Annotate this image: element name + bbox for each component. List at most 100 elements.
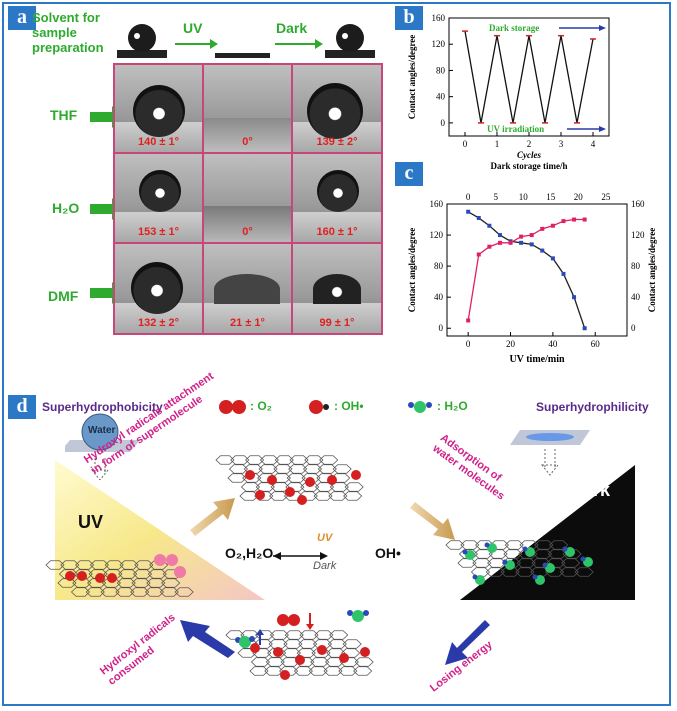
hex-cell — [174, 587, 194, 597]
hydrogen-atom-icon — [484, 542, 490, 548]
cell-dmf-uv: 21 ± 1° — [204, 244, 291, 333]
uv-arrow-label: UV — [317, 532, 333, 544]
y-tick-label: 120 — [430, 230, 444, 240]
hex-cell — [470, 567, 491, 577]
supermolecule-icon — [154, 554, 166, 566]
h2o-icon — [347, 610, 353, 616]
water-molecule-icon — [565, 547, 575, 557]
hydrogen-atom-icon — [562, 546, 568, 552]
x-label: UV time/min — [509, 354, 565, 365]
data-point — [497, 240, 502, 245]
angle-value: 153 ± 1° — [137, 226, 180, 238]
series-line — [467, 218, 585, 321]
angle-value: 99 ± 1° — [319, 317, 355, 329]
y2-tick-label: 80 — [631, 261, 641, 271]
supermolecule-icon — [166, 554, 178, 566]
annotation-arrowhead — [599, 126, 606, 132]
hex-cell — [72, 578, 92, 588]
x-tick-label: 2 — [527, 139, 532, 149]
hex-cell — [561, 558, 581, 568]
droplet-icon — [313, 274, 361, 304]
oh-icon — [309, 400, 323, 414]
process-sequence — [117, 24, 375, 58]
uv-big-label: UV — [78, 512, 104, 532]
y2-tick-label: 120 — [631, 230, 645, 240]
hex-cell — [285, 482, 305, 492]
hex-cell — [230, 455, 250, 465]
hex-cell — [317, 464, 337, 474]
hex-cell — [75, 560, 95, 570]
hex-cell — [310, 657, 330, 667]
hex-cell — [344, 482, 364, 492]
hex-cell — [516, 558, 536, 568]
hex-cell — [144, 587, 165, 597]
hex-cell — [302, 464, 323, 474]
oxygen-atom-icon — [245, 470, 255, 480]
droplet-3 — [336, 24, 364, 52]
water-molecule-icon — [545, 563, 555, 573]
o2-icon — [277, 614, 289, 626]
hex-cell — [274, 455, 294, 465]
angle-value: 21 ± 1° — [230, 317, 265, 329]
supermolecule-icon — [174, 566, 186, 578]
dark-label: Dark — [276, 20, 308, 36]
data-point — [466, 209, 471, 214]
hex-cell — [544, 567, 565, 577]
data-point — [508, 240, 513, 245]
dark-region — [460, 465, 635, 600]
hex-cell — [45, 560, 65, 570]
oxygen-atom-icon — [250, 643, 260, 653]
data-point — [529, 242, 534, 247]
cell-h2o-dark: 160 ± 1° — [293, 154, 381, 242]
data-point — [529, 233, 534, 238]
panel-c-badge: c — [395, 162, 423, 186]
annotation-dark-storage: Dark storage — [489, 23, 539, 33]
hex-cell — [132, 569, 153, 579]
x-top-tick-label: 5 — [493, 192, 498, 202]
hex-cell — [338, 666, 358, 676]
hex-cell — [159, 587, 179, 597]
cell-thf-uv: 0° — [204, 65, 291, 152]
data-point — [561, 219, 566, 224]
hex-cell — [250, 657, 271, 667]
hydrogen-atom-icon — [472, 574, 478, 580]
hex-cell — [534, 540, 554, 550]
data-point — [476, 252, 481, 257]
oxygen-atom-icon — [65, 571, 75, 581]
angle-value: 0° — [242, 226, 253, 238]
molecule-legend — [219, 400, 432, 414]
data-point — [476, 215, 481, 220]
droplet-icon — [139, 170, 181, 212]
hex-cell — [60, 560, 80, 570]
cell-dmf-initial: 132 ± 2° — [115, 244, 202, 333]
hex-cell — [258, 464, 278, 474]
cell-thf-initial: 140 ± 1° — [115, 65, 202, 152]
y-tick-label: 80 — [436, 65, 446, 75]
hex-cell — [259, 455, 280, 465]
superhydrophilicity-label: Superhydrophilicity — [536, 400, 649, 414]
hex-cell — [228, 464, 249, 474]
hydrogen-atom-icon — [542, 562, 548, 568]
hex-cell — [270, 482, 290, 492]
y2-label: Contact angles/degree — [647, 228, 657, 313]
data-point — [519, 234, 524, 239]
data-point — [572, 217, 577, 222]
hex-cell — [530, 567, 550, 577]
arrow-to-bottom-icon — [445, 620, 490, 665]
cell-h2o-initial: 153 ± 1° — [115, 154, 202, 242]
x-top-tick-label: 0 — [466, 192, 471, 202]
legend-oh-label: : OH• — [334, 399, 364, 413]
hex-cell — [332, 464, 352, 474]
hex-cell — [118, 569, 138, 579]
data-point — [487, 223, 492, 228]
hex-cell — [134, 560, 154, 570]
water-molecule-icon — [535, 575, 545, 585]
solvent-label-line1: Solvent for — [32, 10, 100, 25]
superhydrophobicity-label: Superhydrophobicity — [42, 400, 163, 414]
angle-value: 139 ± 2° — [316, 136, 358, 148]
hex-cell — [286, 473, 306, 483]
hex-cell — [245, 455, 265, 465]
hex-cell — [504, 540, 524, 550]
x-top-tick-label: 10 — [519, 192, 529, 202]
